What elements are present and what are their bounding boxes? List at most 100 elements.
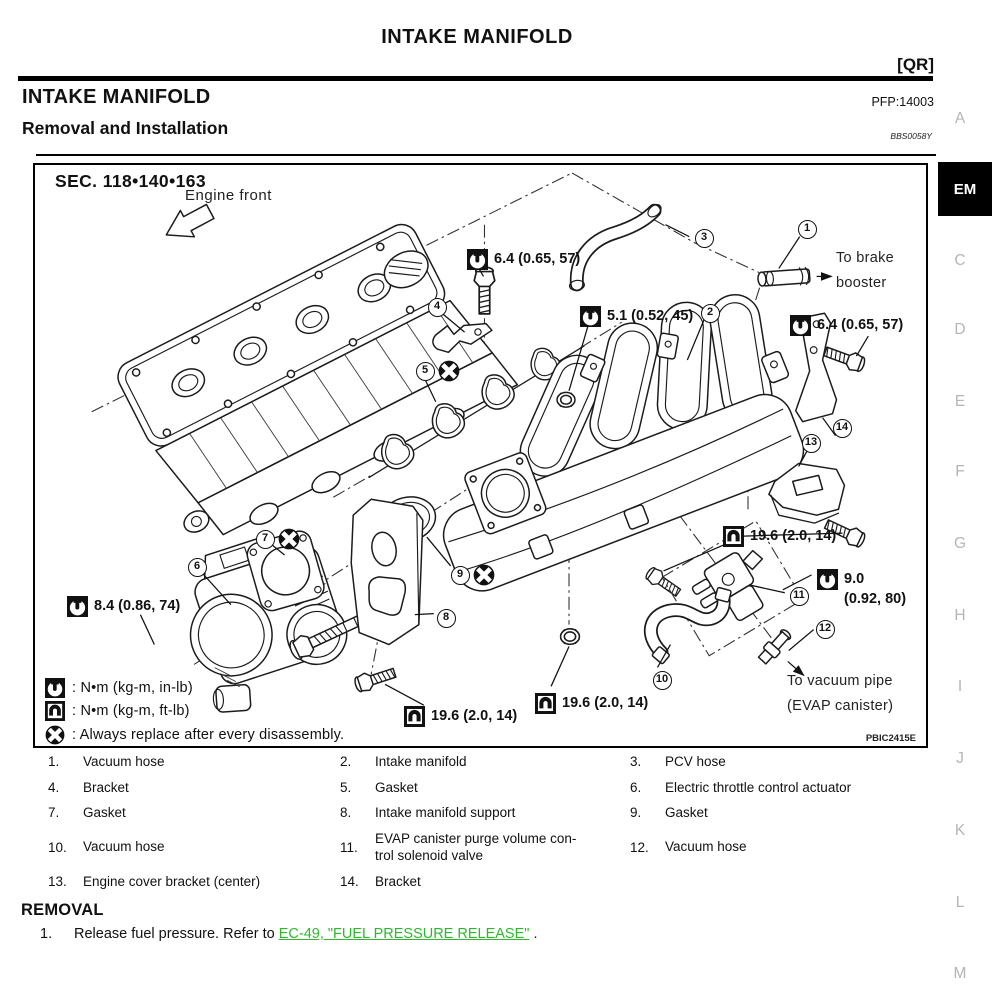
margin-tab-A: A bbox=[954, 110, 966, 127]
margin-tab-H: H bbox=[954, 607, 966, 624]
torque-label-4: 19.6 (2.0, 14) bbox=[723, 526, 836, 547]
part-number: 12. bbox=[630, 839, 649, 855]
torque-label-6: 8.4 (0.86, 74) bbox=[67, 596, 180, 617]
part-number: 4. bbox=[48, 779, 60, 795]
margin-tab-F: F bbox=[955, 463, 965, 480]
torque-label-2: 5.1 (0.52, 45) bbox=[580, 306, 693, 327]
callout-6: 6 bbox=[187, 557, 207, 577]
removal-heading: REMOVAL bbox=[21, 901, 104, 919]
torque-in-lb-icon bbox=[817, 569, 838, 590]
part-number: 1. bbox=[48, 754, 60, 770]
part-item-3: 3. PCV hose bbox=[630, 753, 930, 771]
part-item-6: 6. Electric throttle control actuator bbox=[630, 779, 930, 797]
margin-tab-D: D bbox=[954, 321, 966, 338]
part-name: PCV hose bbox=[665, 754, 726, 769]
part-number: 10. bbox=[48, 839, 67, 855]
legend-ft-lb-icon bbox=[45, 701, 65, 722]
callout-2: 2 bbox=[700, 303, 720, 323]
legend-row-replace: : Always replace after every disassembly… bbox=[45, 723, 344, 747]
legend-row-ft-lb: : N•m (kg-m, ft-lb) bbox=[45, 700, 344, 724]
subsection-rule bbox=[36, 154, 936, 156]
part-number: 6. bbox=[630, 779, 642, 795]
replace-part-icon bbox=[278, 528, 300, 550]
torque-value: 5.1 (0.52, 45) bbox=[607, 308, 694, 324]
part-item-2: 2. Intake manifold bbox=[340, 753, 630, 771]
pfp-code: PFP:14003 bbox=[871, 95, 934, 109]
legend-row-in-lb: : N•m (kg-m, in-lb) bbox=[45, 676, 344, 700]
part-name: Bracket bbox=[375, 873, 421, 889]
part-item-12: 12. Vacuum hose bbox=[630, 830, 930, 865]
exploded-view-figure: SEC. 118•140•163 Engine front PBIC2415E … bbox=[33, 163, 928, 748]
step-number: 1. bbox=[40, 926, 53, 942]
legend-replace-icon bbox=[45, 725, 65, 745]
part-item-4: 4. Bracket bbox=[48, 779, 340, 797]
torque-in-lb-icon bbox=[67, 596, 88, 617]
part-name: Gasket bbox=[375, 779, 418, 795]
margin-tab-I: I bbox=[957, 678, 963, 695]
part-item-8: 8.Intake manifold support bbox=[340, 804, 630, 822]
replace-part-icon bbox=[473, 564, 495, 586]
torque-value: 9.0 (0.92, 80) bbox=[844, 571, 907, 607]
torque-value: 6.4 (0.65, 57) bbox=[817, 317, 904, 333]
torque-value: 19.6 (2.0, 14) bbox=[562, 695, 649, 711]
diagram-overlay: SEC. 118•140•163 Engine front PBIC2415E … bbox=[35, 165, 926, 746]
torque-ft-lb-icon bbox=[723, 526, 744, 547]
removal-step-1: 1. Release fuel pressure. Refer to EC-49… bbox=[40, 926, 537, 942]
part-name: Vacuum hose bbox=[83, 754, 165, 769]
part-number: 2. bbox=[340, 754, 352, 770]
part-item-14: 14. Bracket bbox=[340, 873, 630, 891]
margin-tab-G: G bbox=[953, 535, 967, 552]
part-name: Engine cover bracket (center) bbox=[83, 873, 261, 889]
margin-tab-L: L bbox=[955, 894, 965, 911]
step-text: Release fuel pressure. Refer to EC-49, "… bbox=[74, 926, 538, 942]
callout-8: 8 bbox=[436, 608, 456, 628]
part-item-1: 1. Vacuum hose bbox=[48, 753, 340, 771]
part-item-7: 7.Gasket bbox=[48, 804, 340, 822]
part-name: Vacuum hose bbox=[665, 839, 747, 855]
parts-list: 1. Vacuum hose 2. Intake manifold 3. PCV hose… bbox=[33, 753, 930, 890]
margin-tab-J: J bbox=[956, 750, 964, 767]
figure-code: PBIC2415E bbox=[865, 733, 916, 744]
callout-4: 4 bbox=[427, 297, 447, 317]
part-name: Bracket bbox=[83, 779, 129, 795]
part-name: Gasket bbox=[665, 805, 708, 821]
torque-ft-lb-icon bbox=[535, 693, 556, 714]
legend-text: : N•m (kg-m, ft-lb) bbox=[72, 703, 190, 720]
replace-part-icon bbox=[438, 360, 460, 382]
part-name: Vacuum hose bbox=[83, 839, 165, 855]
page-title: INTAKE MANIFOLD bbox=[381, 26, 573, 48]
part-name: Intake manifold bbox=[375, 754, 467, 769]
torque-in-lb-icon bbox=[580, 306, 601, 327]
margin-tab-M: M bbox=[953, 965, 967, 982]
torque-value: 19.6 (2.0, 14) bbox=[431, 708, 518, 724]
symbol-legend: : N•m (kg-m, in-lb) : N•m (kg-m, ft-lb) : … bbox=[45, 676, 344, 747]
note-to-brake-booster: To brake booster bbox=[836, 250, 895, 291]
section-title: INTAKE MANIFOLD bbox=[22, 86, 211, 108]
part-number: 14. bbox=[340, 874, 359, 889]
part-number: 8. bbox=[340, 805, 352, 821]
engine-front-arrow-icon bbox=[165, 203, 215, 238]
sec-label: SEC. 118•140•163 bbox=[55, 171, 206, 191]
engine-front-label: Engine front bbox=[185, 187, 272, 204]
doc-code: BBS0058Y bbox=[890, 131, 932, 141]
part-number: 3. bbox=[630, 754, 642, 770]
ec49-fuel-pressure-release-link[interactable]: EC-49, "FUEL PRESSURE RELEASE" bbox=[278, 926, 530, 942]
torque-label-5: 9.0 (0.92, 80) bbox=[817, 569, 906, 609]
callout-12: 12 bbox=[815, 619, 835, 639]
part-name: Electric throttle control actuator bbox=[665, 779, 852, 795]
part-name: EVAP canister purge volume con- trol sol… bbox=[375, 830, 577, 864]
model-code-label: [QR] bbox=[897, 55, 934, 74]
part-number: 13. bbox=[48, 874, 67, 889]
torque-label-7: 19.6 (2.0, 14) bbox=[535, 693, 648, 714]
margin-tab-C: C bbox=[954, 252, 966, 269]
part-number: 7. bbox=[48, 805, 60, 821]
exploded-view-art bbox=[91, 172, 869, 713]
part-number: 9. bbox=[630, 805, 642, 821]
callout-14: 14 bbox=[832, 418, 852, 438]
torque-label-3: 6.4 (0.65, 57) bbox=[790, 315, 903, 336]
callout-9: 9 bbox=[450, 565, 470, 585]
callout-7: 7 bbox=[255, 529, 275, 549]
callout-10: 10 bbox=[652, 670, 672, 690]
legend-text: : Always replace after every disassembly… bbox=[72, 726, 345, 743]
